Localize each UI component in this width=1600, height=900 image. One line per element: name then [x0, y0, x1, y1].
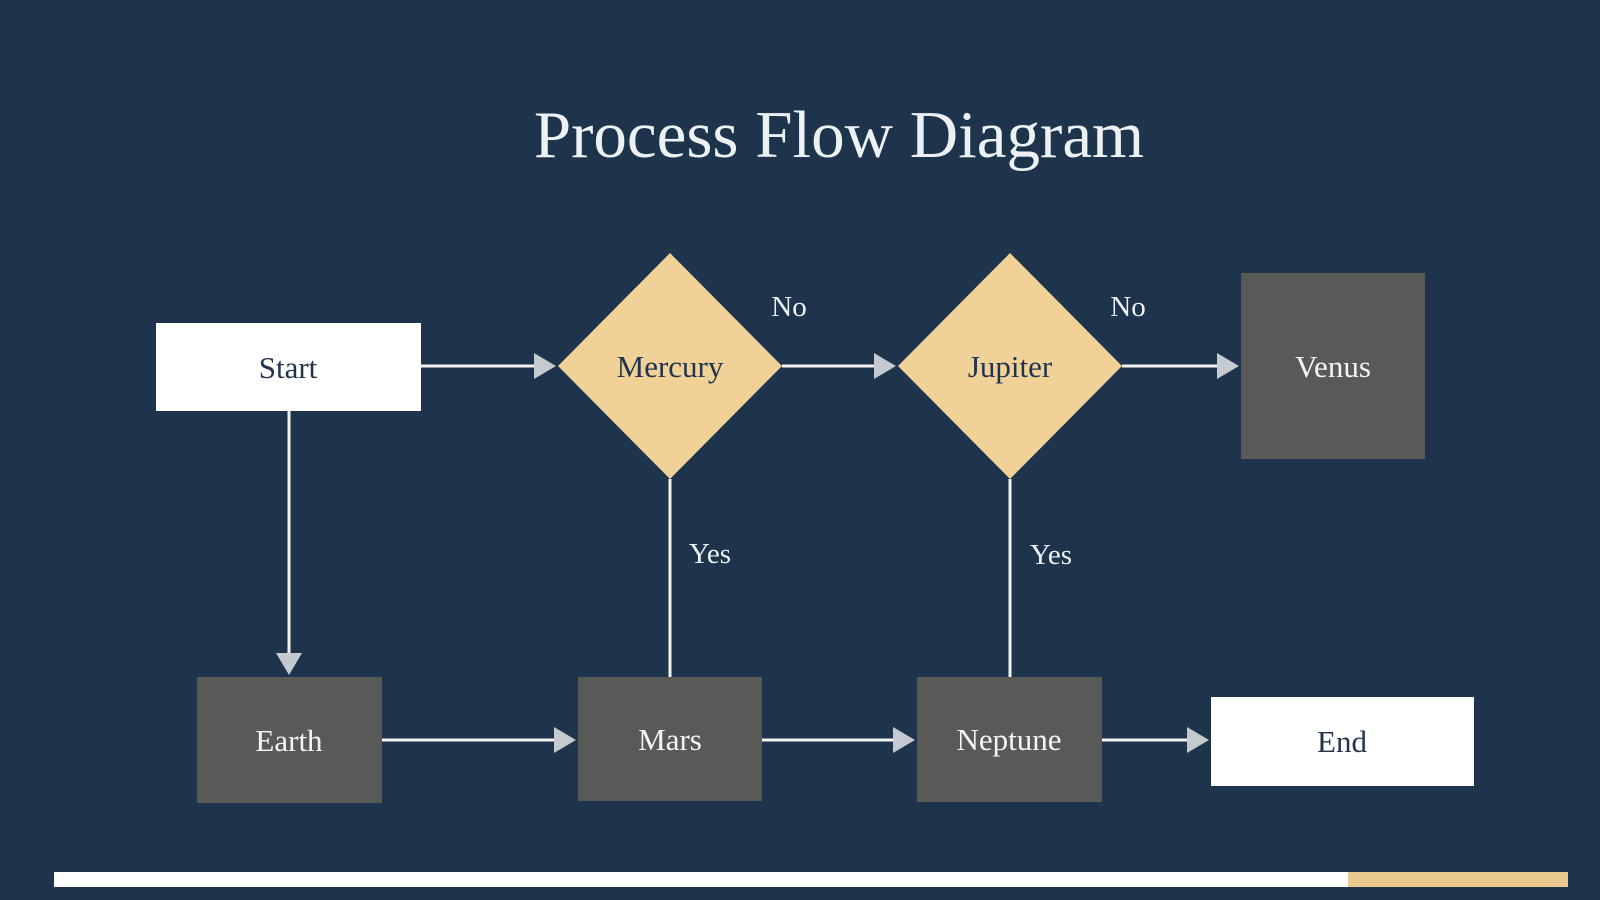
node-end-shape [1211, 697, 1474, 786]
arrowhead-icon-mercury-to-jupiter [874, 353, 896, 379]
node-end-label: End [1317, 724, 1367, 759]
node-mercury-label: Mercury [617, 349, 724, 384]
node-earth-shape [197, 677, 382, 803]
node-neptune: Neptune [917, 677, 1102, 802]
node-jupiter: Jupiter [898, 253, 1122, 479]
arrowhead-icon-jupiter-to-venus [1217, 353, 1239, 379]
node-mars-label: Mars [638, 722, 702, 757]
node-venus-label: Venus [1295, 349, 1371, 384]
node-start-label: Start [259, 350, 318, 385]
node-jupiter-shape [898, 253, 1122, 479]
arrowhead-icon-neptune-to-end [1187, 727, 1209, 753]
node-mercury-shape [558, 253, 782, 479]
arrowhead-icon-earth-to-mars [554, 727, 576, 753]
edge-label-yes-mercury: Yes [689, 538, 731, 570]
node-neptune-label: Neptune [956, 722, 1061, 757]
node-start-shape [156, 323, 421, 411]
node-start: Start [156, 323, 421, 411]
arrowhead-icon-start-to-mercury [534, 353, 556, 379]
node-end: End [1211, 697, 1474, 786]
edge-label-no-jupiter: No [1110, 291, 1145, 323]
page-title: Process Flow Diagram [534, 98, 1144, 172]
node-mars-shape [578, 677, 762, 801]
node-neptune-shape [917, 677, 1102, 802]
node-mars: Mars [578, 677, 762, 801]
node-venus: Venus [1241, 273, 1425, 459]
node-earth: Earth [197, 677, 382, 803]
progress-bar [54, 872, 1568, 887]
arrowhead-icon-mars-to-neptune [893, 727, 915, 753]
progress-bar-tan-segment [1348, 872, 1568, 887]
progress-bar-white-segment [54, 872, 1348, 887]
node-venus-shape [1241, 273, 1425, 459]
arrowhead-icon-start-to-earth [276, 653, 302, 675]
node-mercury: Mercury [558, 253, 782, 479]
edge-label-no-mercury: No [771, 291, 806, 323]
node-jupiter-label: Jupiter [968, 349, 1053, 384]
edge-label-yes-jupiter: Yes [1030, 539, 1072, 571]
node-earth-label: Earth [255, 723, 323, 758]
